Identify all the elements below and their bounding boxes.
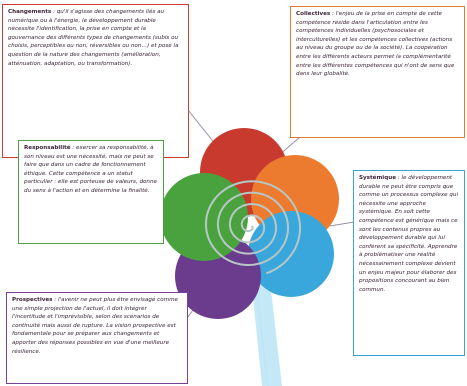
collectives-text: : l'enjeu de la prise en compte de cette… <box>296 11 455 78</box>
box-systemique: Systémique : le développement durable ne… <box>353 170 465 356</box>
systemique-term: Systémique <box>359 175 396 181</box>
responsabilite-term: Responsabilité <box>24 145 71 151</box>
box-collectives: Collectives : l'enjeu de la prise en com… <box>290 6 465 138</box>
prospectives-text: : l'avenir ne peut plus être envisagé co… <box>12 297 178 355</box>
connector-systemique <box>329 221 355 227</box>
collectives-term: Collectives <box>296 11 331 17</box>
responsabilite-text: : exercer sa responsabilité, à son nivea… <box>24 145 157 194</box>
spiral-line <box>204 180 301 275</box>
changements-text: : qu'il s'agisse des changements liés au… <box>8 9 179 67</box>
changements-term: Changements <box>8 9 52 15</box>
systemique-text: : le développement durable ne peut être … <box>359 175 459 293</box>
connector-changements <box>187 109 217 146</box>
box-responsabilite: Responsabilité : exercer sa responsabili… <box>18 140 164 244</box>
petal-responsabilite <box>160 173 248 261</box>
box-prospectives: Prospectives : l'avenir ne peut plus êtr… <box>6 292 188 384</box>
prospectives-term: Prospectives <box>12 297 53 303</box>
box-changements: Changements : qu'il s'agisse des changem… <box>2 4 189 158</box>
